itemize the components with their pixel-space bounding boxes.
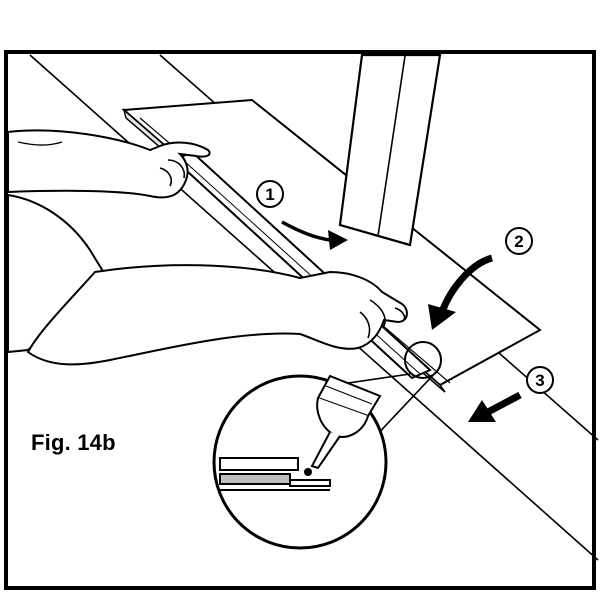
upper-arm xyxy=(7,129,211,199)
upper-arm-wrinkle xyxy=(17,141,63,146)
detail-base-board xyxy=(289,479,331,487)
magnified-detail xyxy=(212,374,388,550)
step-1-marker: 1 xyxy=(256,180,284,208)
glue-bottle-icon xyxy=(310,374,382,470)
figure-caption: Fig. 14b xyxy=(31,430,116,455)
step-3-number: 3 xyxy=(535,371,544,390)
callout-line-right xyxy=(371,369,439,441)
knuckle-detail xyxy=(394,307,406,321)
lower-arm xyxy=(26,264,408,366)
step-3-arrow xyxy=(468,391,522,422)
glue-dot xyxy=(304,468,312,476)
detail-top-board xyxy=(219,457,299,471)
step-2-arrow xyxy=(428,254,494,330)
step-1-arrow xyxy=(281,220,348,250)
figure-frame xyxy=(4,50,596,590)
upper-hand-fingers xyxy=(159,159,186,187)
vertical-post xyxy=(338,53,442,247)
post-base xyxy=(339,224,411,246)
step-2-number: 2 xyxy=(514,232,523,251)
detail-focus-circle xyxy=(404,341,442,379)
lower-hand-detail xyxy=(359,299,386,339)
step-1-number: 1 xyxy=(265,185,274,204)
step-2-marker: 2 xyxy=(505,227,533,255)
post-edge xyxy=(377,55,406,237)
step-3-marker: 3 xyxy=(526,366,554,394)
tapping-bar-inner xyxy=(182,159,421,375)
detail-lower-board xyxy=(219,473,291,485)
